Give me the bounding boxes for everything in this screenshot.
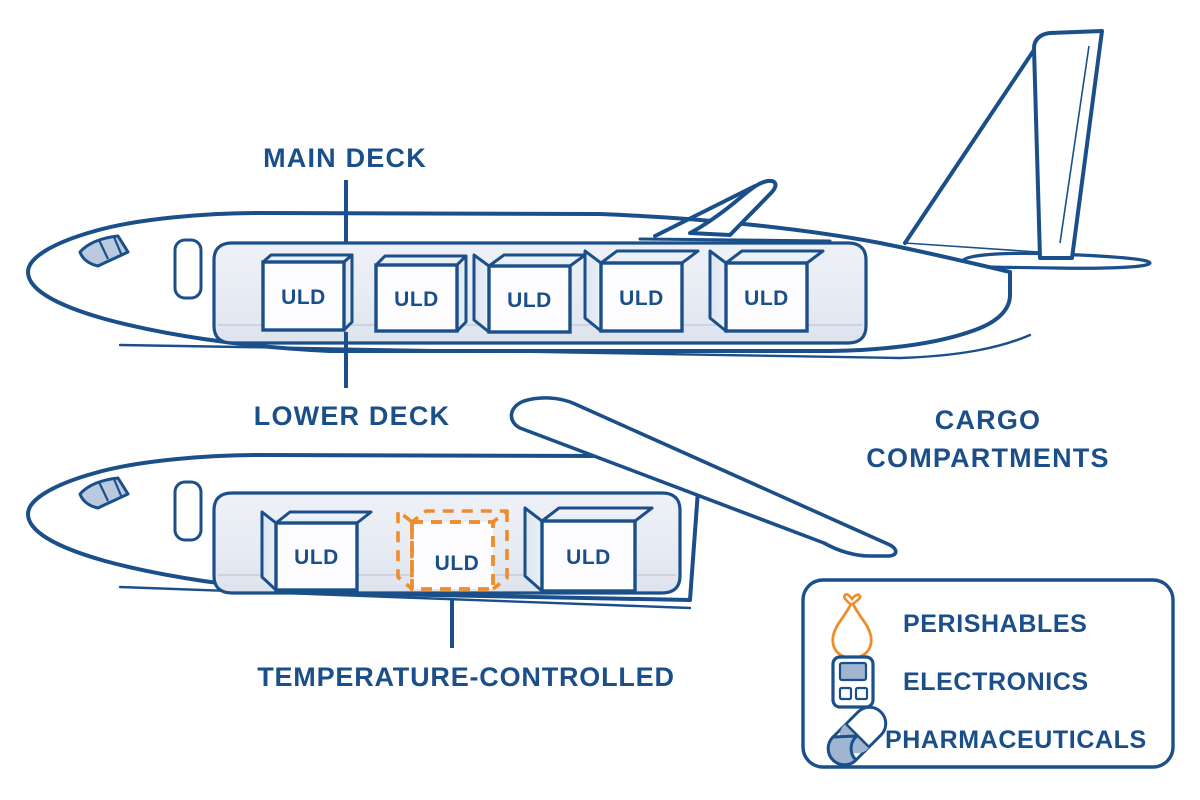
lower-deck-uld-3[interactable]: ULD [523, 506, 654, 593]
uld-label: ULD [744, 287, 789, 310]
lower-fuselage-belly-line [118, 585, 692, 610]
uld-label: ULD [619, 287, 664, 310]
uld-front-face [599, 261, 684, 333]
uld-front-face [724, 261, 809, 333]
main-deck-uld-2[interactable]: ULD [374, 254, 468, 333]
upper-cockpit-window-divider-1 [98, 239, 109, 260]
legend-item-electronics[interactable]: ELECTRONICS [831, 655, 1089, 709]
uld-top-face [599, 249, 700, 265]
uld-top-face [724, 249, 825, 265]
lower-cockpit-window-divider-1 [98, 481, 109, 502]
pharmaceuticals-capsule-icon [826, 705, 888, 767]
uld-front-face [412, 522, 493, 589]
main-deck-uld-1[interactable]: ULD [261, 253, 354, 332]
legend-label-perishables: PERISHABLES [903, 610, 1087, 638]
uld-front-face [487, 264, 572, 334]
uld-label: ULD [394, 288, 439, 311]
main-deck-uld-group: ULD ULD ULD ULD ULD [261, 249, 825, 334]
uld-side-face [708, 249, 728, 333]
lower-wing [509, 396, 898, 558]
callout-lines [344, 180, 454, 648]
upper-wing [688, 178, 778, 237]
legend-label-pharmaceuticals: PHARMACEUTICALS [885, 726, 1147, 754]
lower-deck-uld-1[interactable]: ULD [260, 510, 373, 592]
uld-label: ULD [294, 546, 339, 569]
upper-fin-root-line [904, 242, 1039, 253]
main-deck-uld-5[interactable]: ULD [708, 249, 825, 333]
lower-deck-uld-2-temperature-controlled[interactable]: ULD [396, 509, 509, 591]
upper-fuselage-belly-line [118, 333, 1032, 360]
lower-cockpit-window-divider-2 [112, 478, 124, 499]
lower-deck-label: LOWER DECK [254, 401, 451, 431]
uld-label: ULD [281, 286, 326, 309]
cargo-compartments-label-line1: CARGO [935, 405, 1042, 435]
main-deck-uld-3[interactable]: ULD [472, 253, 587, 334]
cargo-compartments-label-line2: COMPARTMENTS [866, 443, 1109, 473]
uld-side-face [260, 510, 278, 592]
legend-panel: PERISHABLES ELECTRONICS PHARMACEUTICALS [801, 578, 1175, 769]
legend-item-perishables[interactable]: PERISHABLES [831, 593, 1088, 660]
upper-rudder-line [1059, 45, 1090, 244]
upper-vertical-stabilizer [1032, 29, 1104, 260]
main-deck-uld-4[interactable]: ULD [583, 249, 700, 333]
upper-cockpit-window-divider-2 [112, 236, 124, 257]
lower-deck-uld-group: ULD ULD ULD [260, 506, 654, 593]
uld-front-face [374, 263, 459, 333]
upper-forward-door [173, 238, 203, 300]
temperature-controlled-front-outline [410, 520, 495, 591]
legend-label-electronics: ELECTRONICS [903, 668, 1089, 696]
main-deck-label: MAIN DECK [263, 143, 427, 173]
uld-front-face [540, 519, 637, 593]
uld-label: ULD [507, 289, 552, 312]
uld-side-face [583, 249, 603, 333]
uld-label: ULD [435, 552, 480, 575]
uld-label: ULD [566, 546, 611, 569]
lower-forward-door [173, 480, 203, 542]
uld-side-face [523, 506, 544, 593]
uld-top-face [540, 506, 654, 523]
uld-front-face [261, 260, 346, 332]
upper-fin-leading-edge [903, 48, 1036, 245]
electronics-device-icon [831, 655, 875, 709]
legend-panel-box [801, 578, 1175, 769]
uld-side-face [472, 253, 491, 334]
legend-item-pharmaceuticals[interactable]: PHARMACEUTICALS [826, 705, 1147, 767]
temperature-controlled-back-top-edge [491, 511, 509, 591]
temperature-controlled-label: TEMPERATURE-CONTROLLED [257, 662, 675, 692]
uld-front-face [274, 521, 359, 592]
upper-wing-trailing-line [638, 237, 832, 243]
upper-horizontal-stabilizer [960, 251, 1152, 270]
upper-wing-root-line [653, 184, 757, 238]
